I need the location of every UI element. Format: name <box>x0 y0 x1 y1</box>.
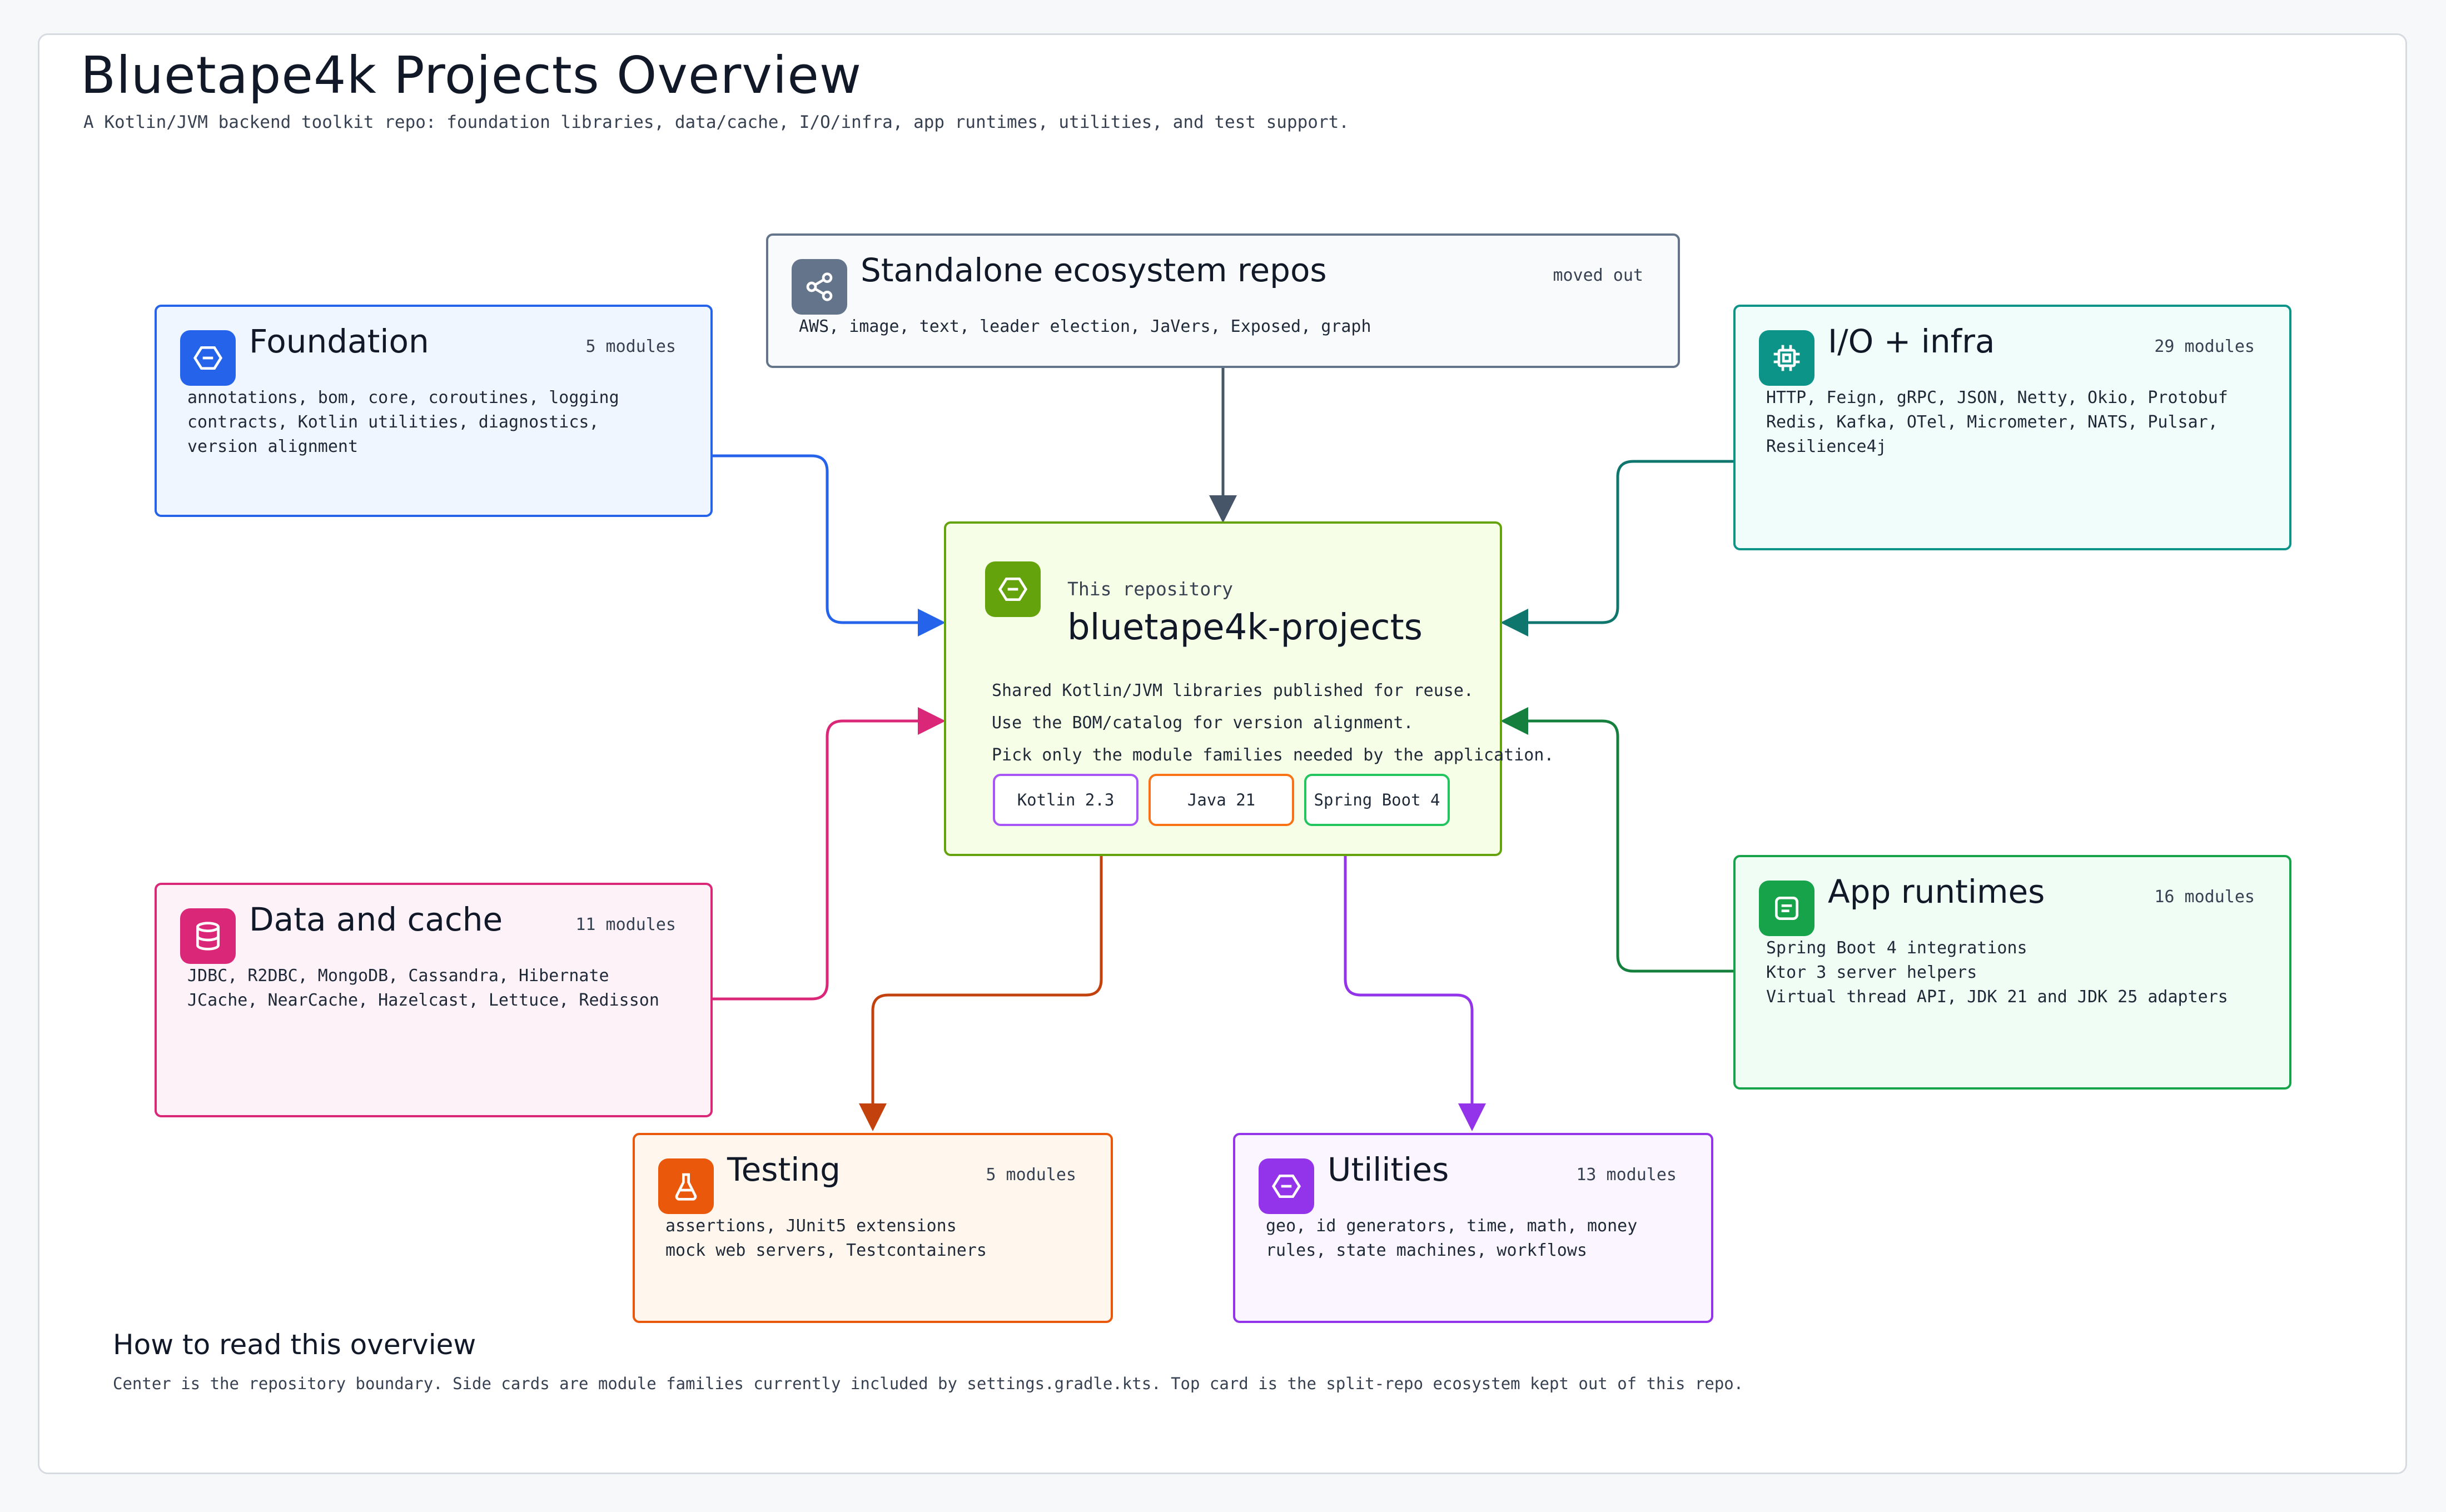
standalone-card: Standalone ecosystem repos moved out AWS… <box>766 233 1680 368</box>
testing-description: assertions, JUnit5 extensions mock web s… <box>665 1214 987 1263</box>
share-icon <box>792 259 847 315</box>
foundation-line: contracts, Kotlin utilities, diagnostics… <box>187 412 599 432</box>
standalone-title: Standalone ecosystem repos <box>861 251 1327 289</box>
data-cache-card: Data and cache 11 modules JDBC, R2DBC, M… <box>155 883 713 1117</box>
spring-boot-version-chip: Spring Boot 4 <box>1304 774 1450 826</box>
app-runtimes-description: Spring Boot 4 integrations Ktor 3 server… <box>1766 936 2228 1009</box>
io-infra-line: Resilience4j <box>1766 437 1887 456</box>
center-title: bluetape4k-projects <box>1067 607 1423 648</box>
edge-appruntimes-center <box>1500 707 1734 973</box>
utilities-card: Utilities 13 modules geo, id generators,… <box>1233 1133 1713 1323</box>
center-line: Use the BOM/catalog for version alignmen… <box>992 713 1414 733</box>
app-runtimes-line: Spring Boot 4 integrations <box>1766 938 2027 958</box>
io-infra-count: 29 modules <box>2154 337 2255 356</box>
foundation-card: Foundation 5 modules annotations, bom, c… <box>155 305 713 517</box>
edge-ioinfra-center <box>1500 460 1734 636</box>
app-runtimes-card: App runtimes 16 modules Spring Boot 4 in… <box>1733 855 2291 1090</box>
foundation-line: version alignment <box>187 437 359 456</box>
java-version-chip: Java 21 <box>1149 774 1294 826</box>
io-infra-line: HTTP, Feign, gRPC, JSON, Netty, Okio, Pr… <box>1766 388 2228 407</box>
standalone-description: AWS, image, text, leader election, JaVer… <box>799 315 1371 339</box>
app-runtimes-title: App runtimes <box>1828 873 2045 911</box>
data-cache-line: JCache, NearCache, Hazelcast, Lettuce, R… <box>187 991 659 1010</box>
edge-foundation-center <box>712 454 946 636</box>
page-title: Bluetape4k Projects Overview <box>81 46 862 105</box>
edge-center-utilities <box>1344 855 1486 1131</box>
testing-card: Testing 5 modules assertions, JUnit5 ext… <box>633 1133 1113 1323</box>
utilities-count: 13 modules <box>1576 1165 1677 1185</box>
chip-icon <box>1759 330 1814 386</box>
foundation-title: Foundation <box>249 322 429 360</box>
io-infra-card: I/O + infra 29 modules HTTP, Feign, gRPC… <box>1733 305 2291 550</box>
module-icon <box>1259 1158 1314 1214</box>
foundation-count: 5 modules <box>585 337 676 356</box>
testing-line: mock web servers, Testcontainers <box>665 1241 987 1260</box>
utilities-description: geo, id generators, time, math, money ru… <box>1266 1214 1637 1263</box>
app-runtimes-line: Virtual thread API, JDK 21 and JDK 25 ad… <box>1766 987 2228 1007</box>
testing-count: 5 modules <box>986 1165 1076 1185</box>
howto-title: How to read this overview <box>113 1329 476 1361</box>
howto-body: Center is the repository boundary. Side … <box>113 1374 1744 1393</box>
io-infra-description: HTTP, Feign, gRPC, JSON, Netty, Okio, Pr… <box>1766 386 2228 459</box>
module-icon <box>180 330 236 386</box>
data-cache-description: JDBC, R2DBC, MongoDB, Cassandra, Hiberna… <box>187 964 659 1013</box>
edge-datacache-center <box>712 707 946 1001</box>
app-runtimes-count: 16 modules <box>2154 887 2255 907</box>
standalone-line: AWS, image, text, leader election, JaVer… <box>799 317 1371 336</box>
foundation-line: annotations, bom, core, coroutines, logg… <box>187 388 619 407</box>
utilities-line: rules, state machines, workflows <box>1266 1241 1587 1260</box>
center-label: This repository <box>1067 578 1234 600</box>
app-icon <box>1759 881 1814 936</box>
center-card: This repository bluetape4k-projects Shar… <box>944 521 1554 856</box>
utilities-line: geo, id generators, time, math, money <box>1266 1216 1638 1236</box>
app-runtimes-line: Ktor 3 server helpers <box>1766 963 1977 982</box>
utilities-title: Utilities <box>1328 1151 1449 1188</box>
io-infra-title: I/O + infra <box>1828 322 1995 360</box>
page-subtitle: A Kotlin/JVM backend toolkit repo: found… <box>83 112 1349 132</box>
testing-title: Testing <box>727 1151 841 1188</box>
center-description: Shared Kotlin/JVM libraries published fo… <box>992 675 1554 772</box>
standalone-badge: moved out <box>1553 266 1643 285</box>
center-line: Shared Kotlin/JVM libraries published fo… <box>992 681 1474 700</box>
edge-center-testing <box>859 855 1103 1131</box>
data-cache-line: JDBC, R2DBC, MongoDB, Cassandra, Hiberna… <box>187 966 609 986</box>
database-icon <box>180 908 236 964</box>
testing-line: assertions, JUnit5 extensions <box>665 1216 957 1236</box>
center-line: Pick only the module families needed by … <box>992 745 1554 765</box>
repository-icon <box>985 561 1041 617</box>
kotlin-version-chip: Kotlin 2.3 <box>993 774 1139 826</box>
data-cache-title: Data and cache <box>249 901 503 938</box>
flask-icon <box>658 1158 714 1214</box>
foundation-description: annotations, bom, core, coroutines, logg… <box>187 386 619 459</box>
io-infra-line: Redis, Kafka, OTel, Micrometer, NATS, Pu… <box>1766 412 2218 432</box>
data-cache-count: 11 modules <box>575 915 676 934</box>
